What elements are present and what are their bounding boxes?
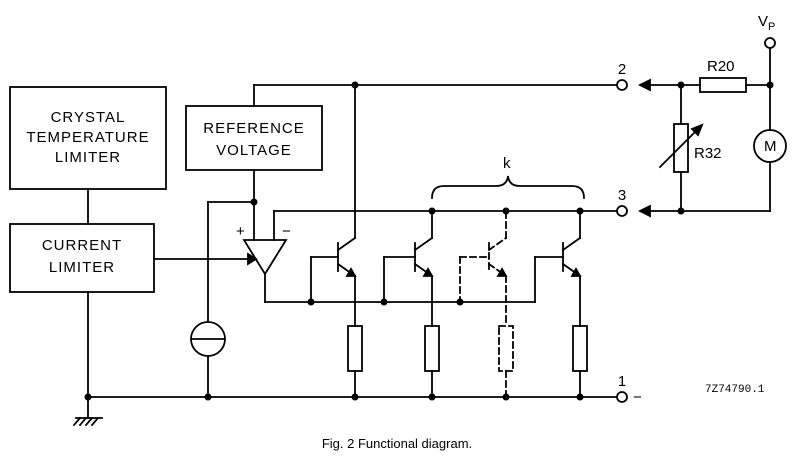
emitter-resistor-2	[424, 325, 440, 372]
transistor-2	[383, 210, 440, 398]
pin-2-label: 2	[618, 61, 626, 78]
transistor-3-emitter-arrow	[496, 267, 508, 277]
r32-adjust-arrowhead	[690, 123, 704, 137]
pin-2-arrow	[637, 78, 651, 92]
transistor-group-brace	[431, 175, 585, 199]
current-limiter-line-1: CURRENT	[42, 237, 122, 254]
r20-label: R20	[707, 58, 735, 75]
drawing-reference-code: 7Z74790.1	[705, 384, 765, 396]
vp-label: VP	[758, 13, 775, 33]
crystal-limiter-line-3: LIMITER	[55, 149, 121, 166]
crystal-limiter-line-2: TEMPERATURE	[26, 129, 149, 146]
variable-resistor-r32	[673, 123, 689, 173]
transistor-group-label: k	[503, 155, 511, 172]
motor-label: M	[764, 138, 777, 155]
opamp	[242, 239, 288, 276]
functional-diagram: CRYSTAL TEMPERATURE LIMITER CURRENT LIMI…	[9, 13, 787, 427]
emitter-resistor-1	[347, 325, 363, 372]
crystal-limiter-line-1: CRYSTAL	[51, 109, 126, 126]
pin-1-label: 1	[618, 373, 626, 390]
pin-2-terminal	[616, 79, 628, 91]
transistor-1	[310, 84, 363, 398]
transistor-4	[534, 210, 588, 398]
opamp-minus-label: −	[282, 223, 291, 240]
transistor-3-optional	[459, 210, 514, 398]
junction-dots	[84, 81, 774, 401]
opamp-plus-label: +	[236, 223, 245, 240]
resistor-r20	[699, 77, 747, 93]
pin-3-terminal	[616, 205, 628, 217]
reference-voltage-block	[185, 105, 323, 171]
reference-voltage-line-2: VOLTAGE	[216, 142, 292, 159]
r32-label: R32	[694, 145, 722, 162]
pin-3-label: 3	[618, 187, 626, 204]
reference-voltage-line-1: REFERENCE	[203, 120, 305, 137]
ground-symbol	[72, 416, 103, 427]
r32-adjust-arrow-line	[658, 126, 701, 169]
pin-1-terminal	[616, 391, 628, 403]
vp-terminal	[764, 37, 776, 49]
current-source	[190, 321, 226, 357]
current-limiter-block	[9, 223, 155, 293]
emitter-resistor-4	[572, 325, 588, 372]
pin-1-sign: −	[633, 389, 642, 406]
current-limiter-line-2: LIMITER	[49, 259, 115, 276]
emitter-resistor-3-optional	[498, 325, 514, 372]
current-limiter-arrow	[247, 252, 258, 266]
figure-caption: Fig. 2 Functional diagram.	[321, 436, 473, 451]
pin-3-arrow	[637, 204, 651, 218]
